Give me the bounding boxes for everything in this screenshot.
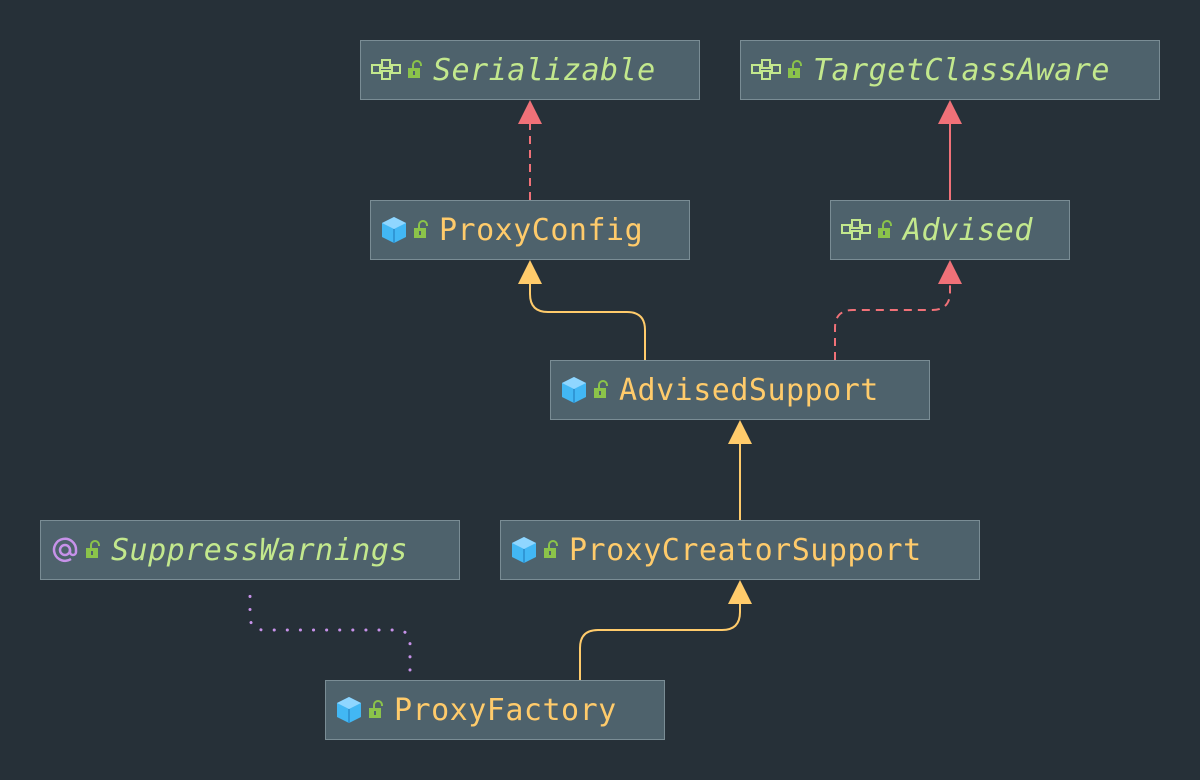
node-label: SuppressWarnings	[111, 532, 408, 568]
edge-advisedsupport-proxyconfig	[529, 284, 646, 360]
node-suppress-warnings[interactable]: SuppressWarnings	[40, 520, 460, 580]
edge-proxyfactory-suppresswarnings	[248, 582, 412, 672]
node-proxy-factory[interactable]: ProxyFactory	[325, 680, 665, 740]
node-label: Advised	[903, 212, 1033, 248]
class-icon	[336, 696, 362, 724]
arrowhead-extends	[728, 420, 752, 444]
node-serializable[interactable]: Serializable	[360, 40, 700, 100]
class-icon	[561, 376, 587, 404]
lock-open-icon	[543, 540, 559, 560]
node-label: ProxyCreatorSupport	[569, 532, 922, 568]
lock-open-icon	[593, 380, 609, 400]
node-proxy-config[interactable]: ProxyConfig	[370, 200, 690, 260]
lock-open-icon	[787, 60, 803, 80]
interface-icon	[841, 219, 871, 241]
node-proxy-creator-support[interactable]: ProxyCreatorSupport	[500, 520, 980, 580]
arrowhead-extends	[518, 260, 542, 284]
node-label: AdvisedSupport	[619, 372, 879, 408]
lock-open-icon	[407, 60, 423, 80]
arrowhead-implements	[518, 100, 542, 124]
class-icon	[381, 216, 407, 244]
class-icon	[511, 536, 537, 564]
arrowhead-extends-interface	[938, 100, 962, 124]
node-label: ProxyConfig	[439, 212, 644, 248]
lock-open-icon	[368, 700, 384, 720]
annotation-icon	[51, 536, 79, 564]
node-advised-support[interactable]: AdvisedSupport	[550, 360, 930, 420]
node-label: Serializable	[433, 52, 656, 88]
node-advised[interactable]: Advised	[830, 200, 1070, 260]
arrowhead-extends	[728, 580, 752, 604]
node-target-class-aware[interactable]: TargetClassAware	[740, 40, 1160, 100]
lock-open-icon	[877, 220, 893, 240]
node-label: TargetClassAware	[813, 52, 1110, 88]
edge-advisedsupport-advised	[834, 284, 951, 360]
lock-open-icon	[85, 540, 101, 560]
arrowhead-implements	[938, 260, 962, 284]
lock-open-icon	[413, 220, 429, 240]
node-label: ProxyFactory	[394, 692, 617, 728]
interface-icon	[371, 59, 401, 81]
edge-proxyfactory-proxycreatorsupport	[579, 604, 741, 680]
interface-icon	[751, 59, 781, 81]
